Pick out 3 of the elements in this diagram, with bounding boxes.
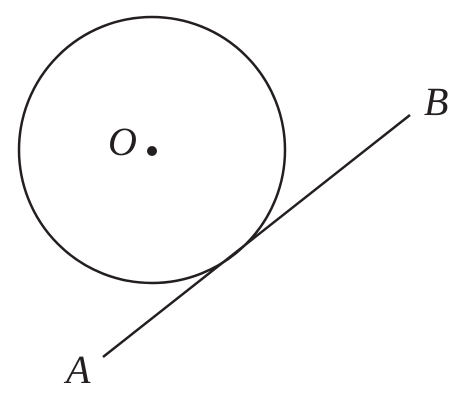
point-label: B (424, 82, 448, 122)
point-label: A (66, 350, 90, 390)
point-label: O (108, 122, 137, 162)
